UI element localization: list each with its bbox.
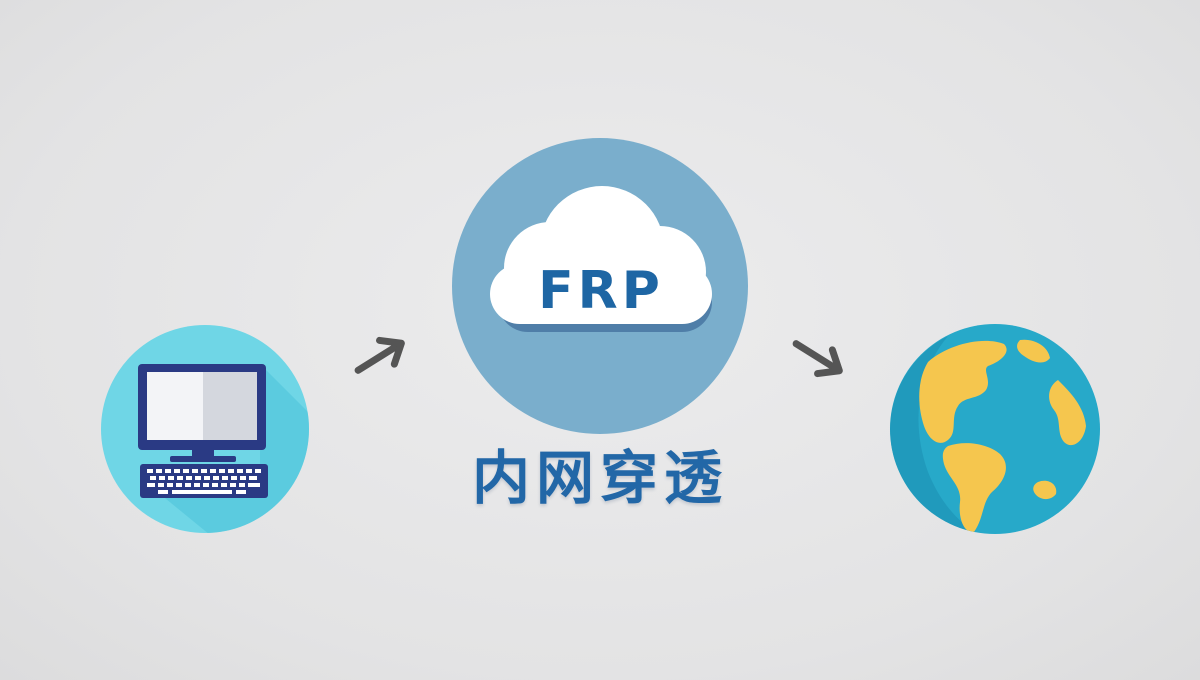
- caption-intranet-penetration: 内网穿透: [471, 444, 728, 512]
- arrow-to-frp: [346, 326, 416, 386]
- arrow-right-icon: [792, 340, 843, 378]
- internet-globe-node: [888, 322, 1102, 536]
- computer-node: [100, 324, 310, 534]
- frp-label: FRP: [538, 261, 664, 321]
- arrow-right-icon: [354, 336, 405, 374]
- desktop-computer-icon: [101, 325, 309, 533]
- arrow-to-internet: [784, 328, 854, 388]
- globe-icon: [890, 324, 1100, 534]
- cloud-icon: FRP: [452, 138, 748, 434]
- frp-cloud-node: FRP: [450, 136, 750, 436]
